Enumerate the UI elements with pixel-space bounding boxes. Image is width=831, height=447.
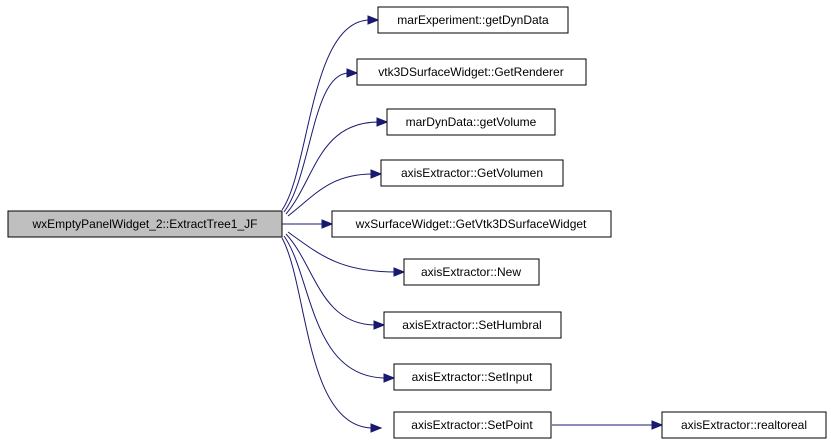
node-realtoreal-box bbox=[661, 411, 827, 439]
call-graph-nodes: wxEmptyPanelWidget_2::ExtractTree1_JF ma… bbox=[7, 6, 827, 439]
node-set-input-box bbox=[393, 363, 552, 391]
edge-arrow-n5 bbox=[321, 219, 334, 229]
node-get-volumen[interactable]: axisExtractor::GetVolumen bbox=[380, 159, 564, 187]
edge-arrow-n7 bbox=[373, 320, 386, 330]
node-get-renderer[interactable]: vtk3DSurfaceWidget::GetRenderer bbox=[356, 58, 587, 86]
edge-arrow-n4 bbox=[370, 169, 383, 179]
node-set-point-box bbox=[393, 411, 552, 439]
node-get-volumen-label: axisExtractor::GetVolumen bbox=[401, 166, 543, 180]
edge-root-to-n7 bbox=[285, 233, 377, 326]
edge-root-to-n9 bbox=[281, 237, 374, 429]
node-get-renderer-box bbox=[356, 58, 587, 86]
node-set-point-label: axisExtractor::SetPoint bbox=[411, 418, 533, 432]
node-root-label: wxEmptyPanelWidget_2::ExtractTree1_JF bbox=[32, 217, 258, 231]
node-get-vtk3d-surface-widget-label: wxSurfaceWidget::GetVtk3DSurfaceWidget bbox=[355, 217, 587, 231]
node-new-label: axisExtractor::New bbox=[421, 265, 521, 279]
edge-root-to-n6 bbox=[287, 231, 397, 273]
node-get-volume-box bbox=[386, 108, 556, 136]
edge-arrow-n10 bbox=[651, 420, 664, 430]
node-get-vtk3d-surface-widget-box bbox=[331, 210, 612, 238]
node-get-dyn-data[interactable]: marExperiment::getDynData bbox=[377, 6, 569, 34]
node-get-dyn-data-box bbox=[377, 6, 569, 34]
node-set-humbral-label: axisExtractor::SetHumbral bbox=[402, 318, 541, 332]
node-get-volume[interactable]: marDynData::getVolume bbox=[386, 108, 556, 136]
node-get-volumen-box bbox=[380, 159, 564, 187]
edge-arrow-n1 bbox=[367, 15, 380, 25]
node-get-dyn-data-label: marExperiment::getDynData bbox=[397, 13, 549, 27]
call-graph-edges bbox=[281, 15, 664, 433]
node-get-volume-label: marDynData::getVolume bbox=[406, 115, 537, 129]
edge-arrow-n8 bbox=[383, 373, 396, 383]
node-root[interactable]: wxEmptyPanelWidget_2::ExtractTree1_JF bbox=[7, 210, 283, 238]
node-set-point[interactable]: axisExtractor::SetPoint bbox=[393, 411, 552, 439]
node-set-input-label: axisExtractor::SetInput bbox=[412, 370, 533, 384]
edge-arrow-n6 bbox=[393, 267, 406, 277]
edge-root-to-n3 bbox=[285, 121, 380, 215]
edge-arrow-n2 bbox=[346, 68, 359, 78]
node-get-renderer-label: vtk3DSurfaceWidget::GetRenderer bbox=[378, 65, 563, 79]
node-new-box bbox=[403, 258, 540, 286]
edge-arrow-n9 bbox=[370, 423, 383, 433]
edge-root-to-n4 bbox=[287, 173, 374, 217]
edge-root-to-n2 bbox=[283, 72, 350, 213]
edge-root-to-n8 bbox=[283, 235, 387, 379]
node-get-vtk3d-surface-widget[interactable]: wxSurfaceWidget::GetVtk3DSurfaceWidget bbox=[331, 210, 612, 238]
node-set-humbral-box bbox=[383, 311, 562, 339]
node-new[interactable]: axisExtractor::New bbox=[403, 258, 540, 286]
node-root-box bbox=[7, 210, 283, 238]
node-set-humbral[interactable]: axisExtractor::SetHumbral bbox=[383, 311, 562, 339]
edge-arrow-n3 bbox=[376, 117, 389, 127]
node-set-input[interactable]: axisExtractor::SetInput bbox=[393, 363, 552, 391]
node-realtoreal[interactable]: axisExtractor::realtoreal bbox=[661, 411, 827, 439]
edge-root-to-n1 bbox=[281, 19, 371, 211]
node-realtoreal-label: axisExtractor::realtoreal bbox=[681, 418, 807, 432]
